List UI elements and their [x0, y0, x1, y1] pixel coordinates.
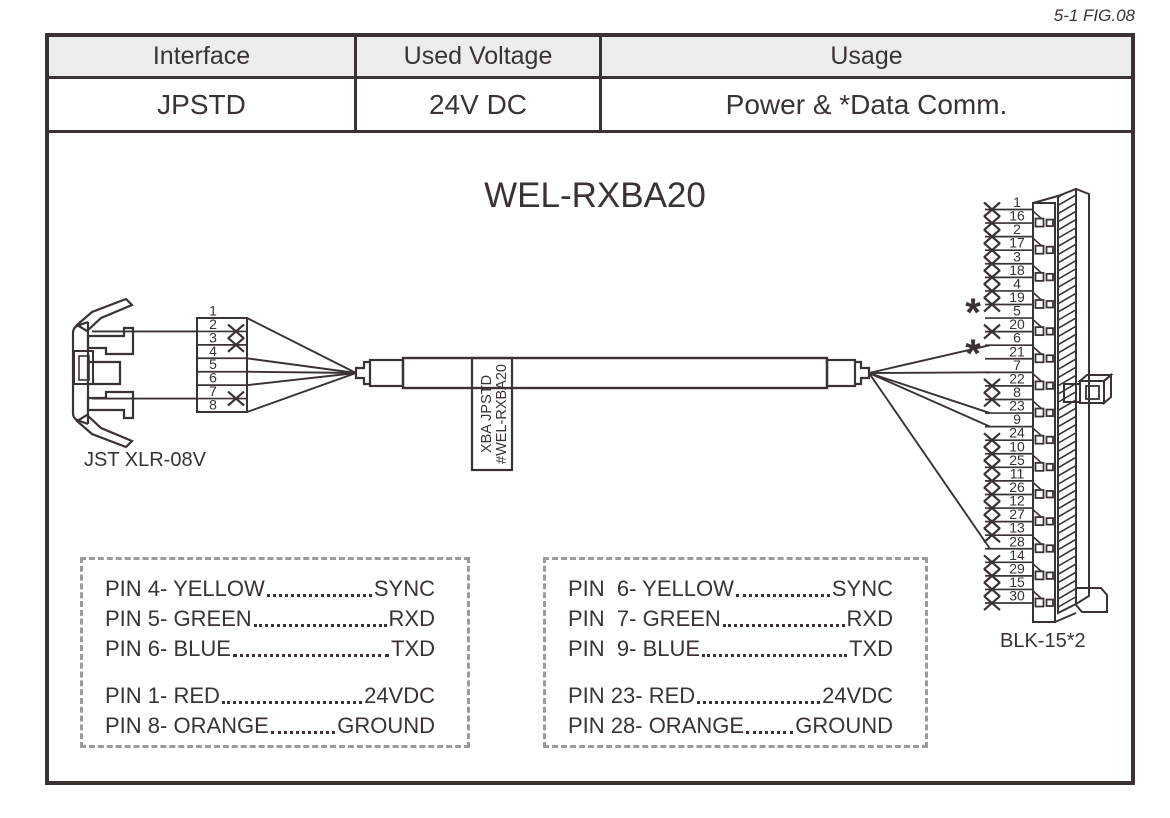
- dotted-leader: [253, 624, 387, 627]
- legend-row: PIN 9- BLUE TXD: [568, 633, 893, 663]
- legend-pin-color: PIN 7- GREEN: [568, 606, 721, 631]
- legend-signal: GROUND: [337, 713, 435, 738]
- dotted-leader: [221, 701, 363, 704]
- value-cell-interface: JPSTD: [49, 79, 357, 130]
- figure-reference: 5-1 FIG.08: [1053, 6, 1135, 25]
- legend-row: PIN 4- YELLOW SYNC: [105, 573, 435, 603]
- legend-signal: RXD: [388, 606, 435, 631]
- dotted-leader: [746, 731, 794, 734]
- legend-row: PIN 1- RED 24VDC: [105, 680, 435, 710]
- legend-pin-color: PIN 6- YELLOW: [568, 576, 734, 601]
- legend-row: PIN 6- YELLOW SYNC: [568, 573, 893, 603]
- legend-pin-color: PIN 23- RED: [568, 683, 696, 708]
- legend-pin-color: PIN 4- YELLOW: [105, 576, 265, 601]
- legend-pin-color: PIN 8- ORANGE: [105, 713, 269, 738]
- legend-row: PIN 7- GREEN RXD: [568, 603, 893, 633]
- legend-signal: TXD: [391, 636, 435, 661]
- dotted-leader: [702, 654, 847, 657]
- legend-signal: 24VDC: [364, 683, 435, 708]
- value-cell-usage: Power & *Data Comm.: [725, 88, 1008, 120]
- dotted-leader: [232, 654, 389, 657]
- header-cell-interface: Interface: [49, 37, 357, 76]
- legend-group: PIN 23- RED 24VDC PIN 28- ORANGE GROUND: [568, 680, 893, 740]
- dotted-leader: [270, 731, 336, 734]
- dotted-leader: [722, 624, 845, 627]
- legend-row: PIN 8- ORANGE GROUND: [105, 710, 435, 740]
- dotted-leader: [266, 594, 372, 597]
- legend-row: PIN 5- GREEN RXD: [105, 603, 435, 633]
- legend-pin-color: PIN 28- ORANGE: [568, 713, 745, 738]
- table-value-row: JPSTD 24V DC Power & *Data Comm.: [49, 79, 1131, 133]
- legend-signal: RXD: [846, 606, 893, 631]
- legend-signal: SYNC: [373, 576, 435, 601]
- legend-pin-color: PIN 6- BLUE: [105, 636, 231, 661]
- legend-signal: GROUND: [795, 713, 893, 738]
- table-header-row: Interface Used Voltage Usage: [49, 37, 1131, 79]
- header-cell-usage: Usage: [830, 42, 903, 70]
- dotted-leader: [697, 701, 821, 704]
- legend-group: PIN 1- RED 24VDC PIN 8- ORANGE GROUND: [105, 680, 435, 740]
- dotted-leader: [735, 594, 830, 597]
- legend-pin-color: PIN 1- RED: [105, 683, 220, 708]
- header-cell-used-voltage: Used Voltage: [357, 37, 602, 76]
- legend-signal: TXD: [849, 636, 893, 661]
- legend-signal: 24VDC: [822, 683, 893, 708]
- legend-row: PIN 28- ORANGE GROUND: [568, 710, 893, 740]
- value-cell-used-voltage: 24V DC: [357, 79, 602, 130]
- legend-row: PIN 23- RED 24VDC: [568, 680, 893, 710]
- legend-row: PIN 6- BLUE TXD: [105, 633, 435, 663]
- legend-pin-color: PIN 9- BLUE: [568, 636, 701, 661]
- legend-signal: SYNC: [831, 576, 893, 601]
- legend-pin-color: PIN 5- GREEN: [105, 606, 252, 631]
